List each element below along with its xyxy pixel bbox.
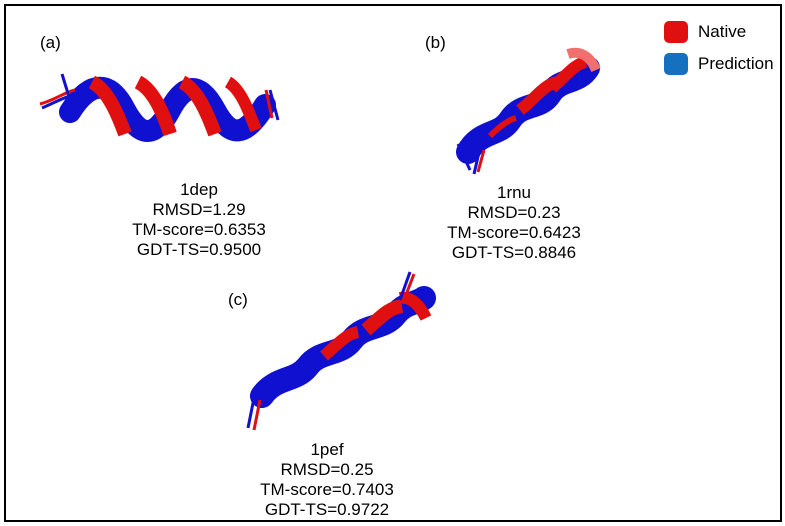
- legend-label-prediction: Prediction: [698, 54, 774, 73]
- helix-structure-1dep: [39, 73, 280, 142]
- panel-label-c: (c): [228, 290, 248, 309]
- helix-structure-1pef: [246, 271, 436, 431]
- pdb-id-1pef: 1pef: [310, 440, 344, 459]
- gdt-ts-1dep: GDT-TS=0.9500: [136, 240, 262, 259]
- panel-label-b: (b): [425, 33, 446, 52]
- legend-item-prediction: Prediction: [664, 52, 774, 76]
- panel-label-a: (a): [40, 33, 61, 52]
- rmsd-1rnu: RMSD=0.23: [467, 203, 561, 222]
- pdb-id-1dep: 1dep: [180, 180, 218, 199]
- pdb-id-1rnu: 1rnu: [496, 183, 532, 202]
- caption-1rnu: 1rnu RMSD=0.23 TM-score=0.6423 GDT-TS=0.…: [424, 183, 604, 263]
- tm-score-1pef: TM-score=0.7403: [260, 480, 394, 499]
- legend-label-native: Native: [698, 22, 747, 41]
- caption-1pef: 1pef RMSD=0.25 TM-score=0.7403 GDT-TS=0.…: [237, 440, 417, 520]
- figure-frame: [4, 4, 782, 522]
- helix-structure-1rnu: [456, 47, 601, 175]
- gdt-ts-1rnu: GDT-TS=0.8846: [451, 243, 577, 262]
- rmsd-1pef: RMSD=0.25: [280, 460, 374, 479]
- legend-swatch-native: [664, 21, 688, 43]
- gdt-ts-1pef: GDT-TS=0.9722: [264, 500, 390, 519]
- caption-1dep: 1dep RMSD=1.29 TM-score=0.6353 GDT-TS=0.…: [109, 180, 289, 260]
- legend-swatch-prediction: [664, 53, 688, 75]
- tm-score-1dep: TM-score=0.6353: [132, 220, 266, 239]
- tm-score-1rnu: TM-score=0.6423: [447, 223, 581, 242]
- rmsd-1dep: RMSD=1.29: [152, 200, 246, 219]
- legend-item-native: Native: [664, 20, 746, 44]
